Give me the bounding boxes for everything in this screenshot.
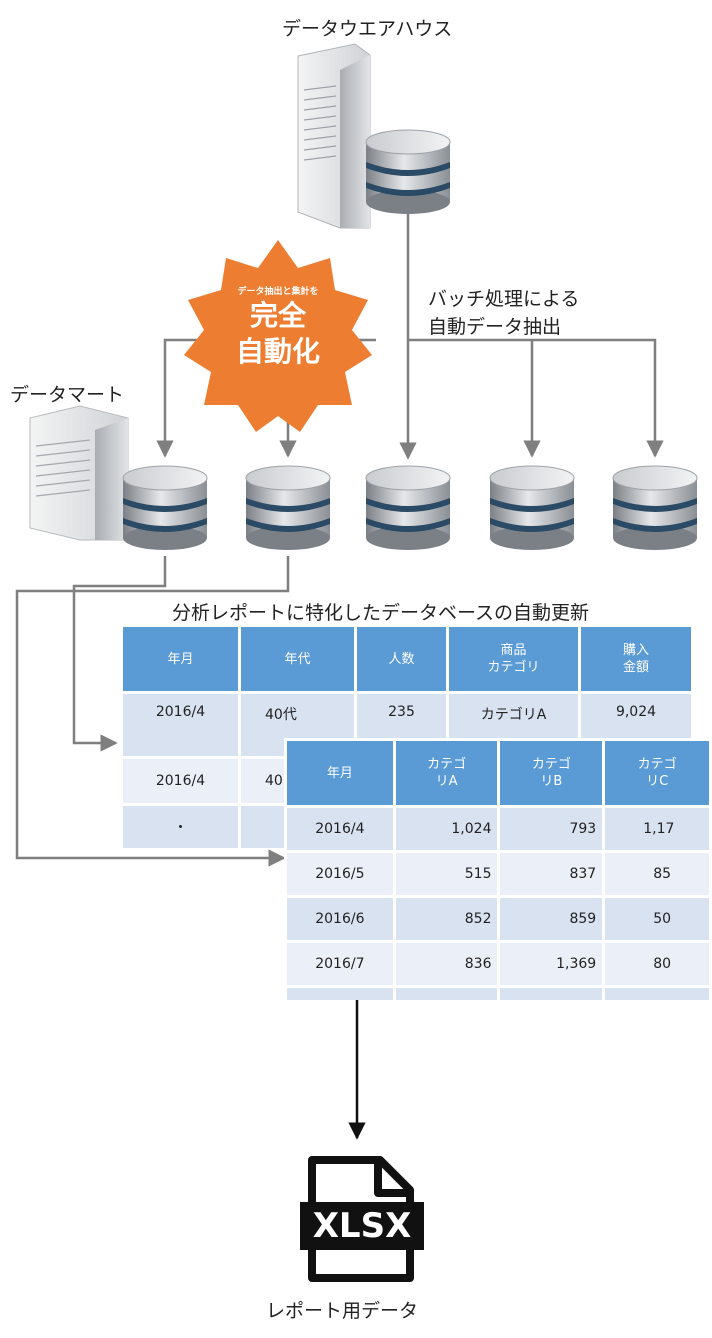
- table-cell: ・: [500, 988, 603, 1000]
- database-icon: [122, 465, 208, 550]
- datamart-databases: [122, 465, 698, 550]
- table-cell: ・: [123, 806, 238, 848]
- burst-small-text: データ抽出と集計を: [237, 287, 319, 297]
- xlsx-label: XLSX: [312, 1206, 412, 1246]
- table-cell: ・: [287, 988, 393, 1000]
- automation-burst-badge: [184, 240, 372, 432]
- warehouse-server-icon: [297, 43, 371, 229]
- table-cell: 859: [500, 898, 603, 940]
- header-cell: 年月: [287, 741, 393, 805]
- warehouse-database-icon: [365, 129, 451, 214]
- header-cell: 商品 カテゴリ: [449, 627, 578, 691]
- header-cell: 人数: [357, 627, 446, 691]
- batch-label-line2: 自動データ抽出: [428, 316, 562, 338]
- table-cell: ・: [395, 988, 498, 1000]
- database-icon: [365, 465, 451, 550]
- database-icon: [489, 465, 575, 550]
- warehouse-label: データウエアハウス: [282, 18, 453, 40]
- table-row: 2016/7 836 1,369 80: [287, 943, 709, 985]
- table-cell: 2016/7: [287, 943, 393, 985]
- table-row: 2016/6 852 859 50: [287, 898, 709, 940]
- table-row: 2016/5 515 837 85: [287, 853, 709, 895]
- tables-caption: 分析レポートに特化したデータベースの自動更新: [172, 602, 590, 624]
- table-cell: 85: [605, 853, 709, 895]
- xlsx-file-icon: [300, 1156, 424, 1282]
- pivot-table: 年月 カテゴ リA カテゴ リB カテゴ リC 2016/4 1,024 793…: [284, 738, 712, 1000]
- table-cell: 80: [605, 943, 709, 985]
- report-label: レポート用データ: [266, 1300, 419, 1322]
- datamart-label: データマート: [10, 384, 125, 406]
- table-header-row: 年月 年代 人数 商品 カテゴリ 購入 金額: [123, 627, 691, 691]
- table-cell: 793: [500, 808, 603, 850]
- table-cell: 1,024: [395, 808, 498, 850]
- table-cell: 2016/6: [287, 898, 393, 940]
- table-cell: 852: [395, 898, 498, 940]
- header-cell: 購入 金額: [581, 627, 691, 691]
- table-cell: 50: [605, 898, 709, 940]
- batch-label-line1: バッチ処理による: [428, 288, 580, 310]
- table-cell: 2016/5: [287, 853, 393, 895]
- table-row: 2016/4 40代 235 カテゴリA 9,024: [123, 694, 691, 756]
- datamart-server-icon: [29, 405, 129, 541]
- header-cell: カテゴ リA: [395, 741, 498, 805]
- database-icon: [245, 465, 331, 550]
- header-cell: 年月: [123, 627, 238, 691]
- table-cell: 1,17: [605, 808, 709, 850]
- header-cell: カテゴ リC: [605, 741, 709, 805]
- database-icon: [612, 465, 698, 550]
- table-cell: ・: [605, 988, 709, 1000]
- burst-line2: 自動化: [235, 335, 320, 368]
- table-row: 2016/4 1,024 793 1,17: [287, 808, 709, 850]
- table-cell: 2016/4: [287, 808, 393, 850]
- table-row: ・ ・ ・ ・: [287, 988, 709, 1000]
- table-cell: 836: [395, 943, 498, 985]
- header-cell: カテゴ リB: [500, 741, 603, 805]
- table-header-row: 年月 カテゴ リA カテゴ リB カテゴ リC: [287, 741, 709, 805]
- table-cell: 515: [395, 853, 498, 895]
- burst-line1: 完全: [249, 299, 306, 332]
- table-cell: 2016/4: [123, 694, 238, 756]
- pivot-table-frame: 年月 カテゴ リA カテゴ リB カテゴ リC 2016/4 1,024 793…: [284, 738, 712, 1000]
- table-feed-lines: [15, 556, 290, 867]
- table-cell: 1,369: [500, 943, 603, 985]
- table-cell: 2016/4: [123, 759, 238, 803]
- header-cell: 年代: [241, 627, 354, 691]
- table-cell: 837: [500, 853, 603, 895]
